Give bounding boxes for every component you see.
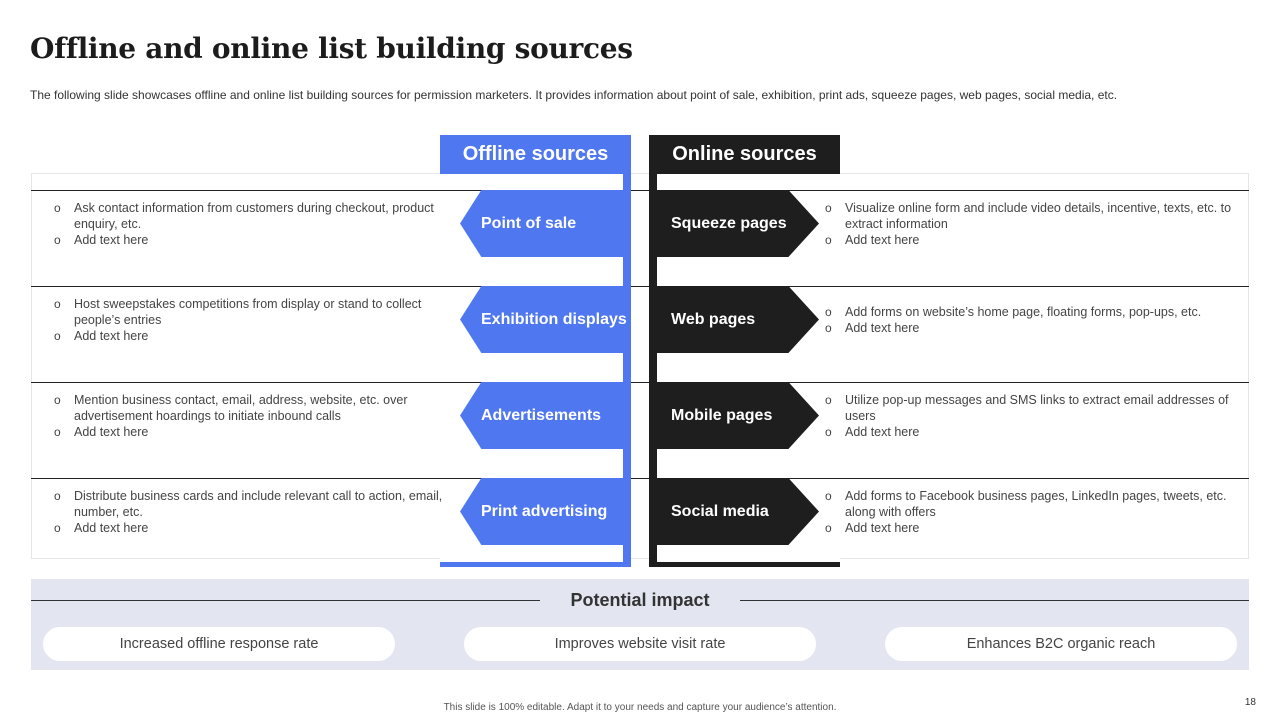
impact-item-offline-response: Increased offline response rate bbox=[43, 627, 395, 661]
offline-tag-print-advertising: Print advertising bbox=[460, 478, 631, 545]
bullet-item: Add text here bbox=[825, 520, 1235, 536]
online-tag-mobile-pages: Mobile pages bbox=[649, 382, 819, 449]
bullet-item: Utilize pop-up messages and SMS links to… bbox=[825, 392, 1235, 424]
bullet-item: Ask contact information from customers d… bbox=[54, 200, 454, 232]
row-divider bbox=[31, 286, 1249, 287]
bullet-item: Add forms to Facebook business pages, Li… bbox=[825, 488, 1235, 520]
offline-row-2-bullets: Host sweepstakes competitions from displ… bbox=[54, 296, 454, 344]
slide-title: Offline and online list building sources bbox=[30, 32, 633, 65]
online-tag-social-media: Social media bbox=[649, 478, 819, 545]
potential-impact-title: Potential impact bbox=[540, 588, 740, 612]
bullet-item: Add text here bbox=[54, 424, 454, 440]
online-sources-header: Online sources bbox=[649, 135, 840, 174]
bullet-item: Mention business contact, email, address… bbox=[54, 392, 454, 424]
row-divider bbox=[31, 382, 1249, 383]
bullet-item: Add text here bbox=[825, 232, 1235, 248]
bullet-item: Add text here bbox=[825, 424, 1235, 440]
offline-tag-advertisements: Advertisements bbox=[460, 382, 631, 449]
offline-row-3-bullets: Mention business contact, email, address… bbox=[54, 392, 454, 440]
offline-sources-header: Offline sources bbox=[440, 135, 631, 174]
bullet-item: Visualize online form and include video … bbox=[825, 200, 1235, 232]
online-row-1-bullets: Visualize online form and include video … bbox=[825, 200, 1235, 248]
page-number: 18 bbox=[1244, 697, 1256, 708]
bullet-item: Add forms on website’s home page, floati… bbox=[825, 304, 1235, 320]
row-divider bbox=[31, 478, 1249, 479]
offline-row-4-bullets: Distribute business cards and include re… bbox=[54, 488, 454, 536]
slide-subtitle: The following slide showcases offline an… bbox=[30, 88, 1118, 102]
offline-tag-point-of-sale: Point of sale bbox=[460, 190, 631, 257]
impact-item-b2c-reach: Enhances B2C organic reach bbox=[885, 627, 1237, 661]
bullet-item: Add text here bbox=[54, 232, 454, 248]
slide-footer: This slide is 100% editable. Adapt it to… bbox=[443, 702, 837, 713]
online-row-3-bullets: Utilize pop-up messages and SMS links to… bbox=[825, 392, 1235, 440]
online-tag-web-pages: Web pages bbox=[649, 286, 819, 353]
online-row-2-bullets: Add forms on website’s home page, floati… bbox=[825, 304, 1235, 336]
online-tag-squeeze-pages: Squeeze pages bbox=[649, 190, 819, 257]
offline-tag-exhibition-displays: Exhibition displays bbox=[460, 286, 631, 353]
bullet-item: Add text here bbox=[54, 328, 454, 344]
offline-row-1-bullets: Ask contact information from customers d… bbox=[54, 200, 454, 248]
bullet-item: Add text here bbox=[54, 520, 454, 536]
bullet-item: Add text here bbox=[825, 320, 1235, 336]
bullet-item: Distribute business cards and include re… bbox=[54, 488, 454, 520]
impact-item-website-visit: Improves website visit rate bbox=[464, 627, 816, 661]
online-row-4-bullets: Add forms to Facebook business pages, Li… bbox=[825, 488, 1235, 536]
bullet-item: Host sweepstakes competitions from displ… bbox=[54, 296, 454, 328]
row-divider bbox=[31, 190, 1249, 191]
